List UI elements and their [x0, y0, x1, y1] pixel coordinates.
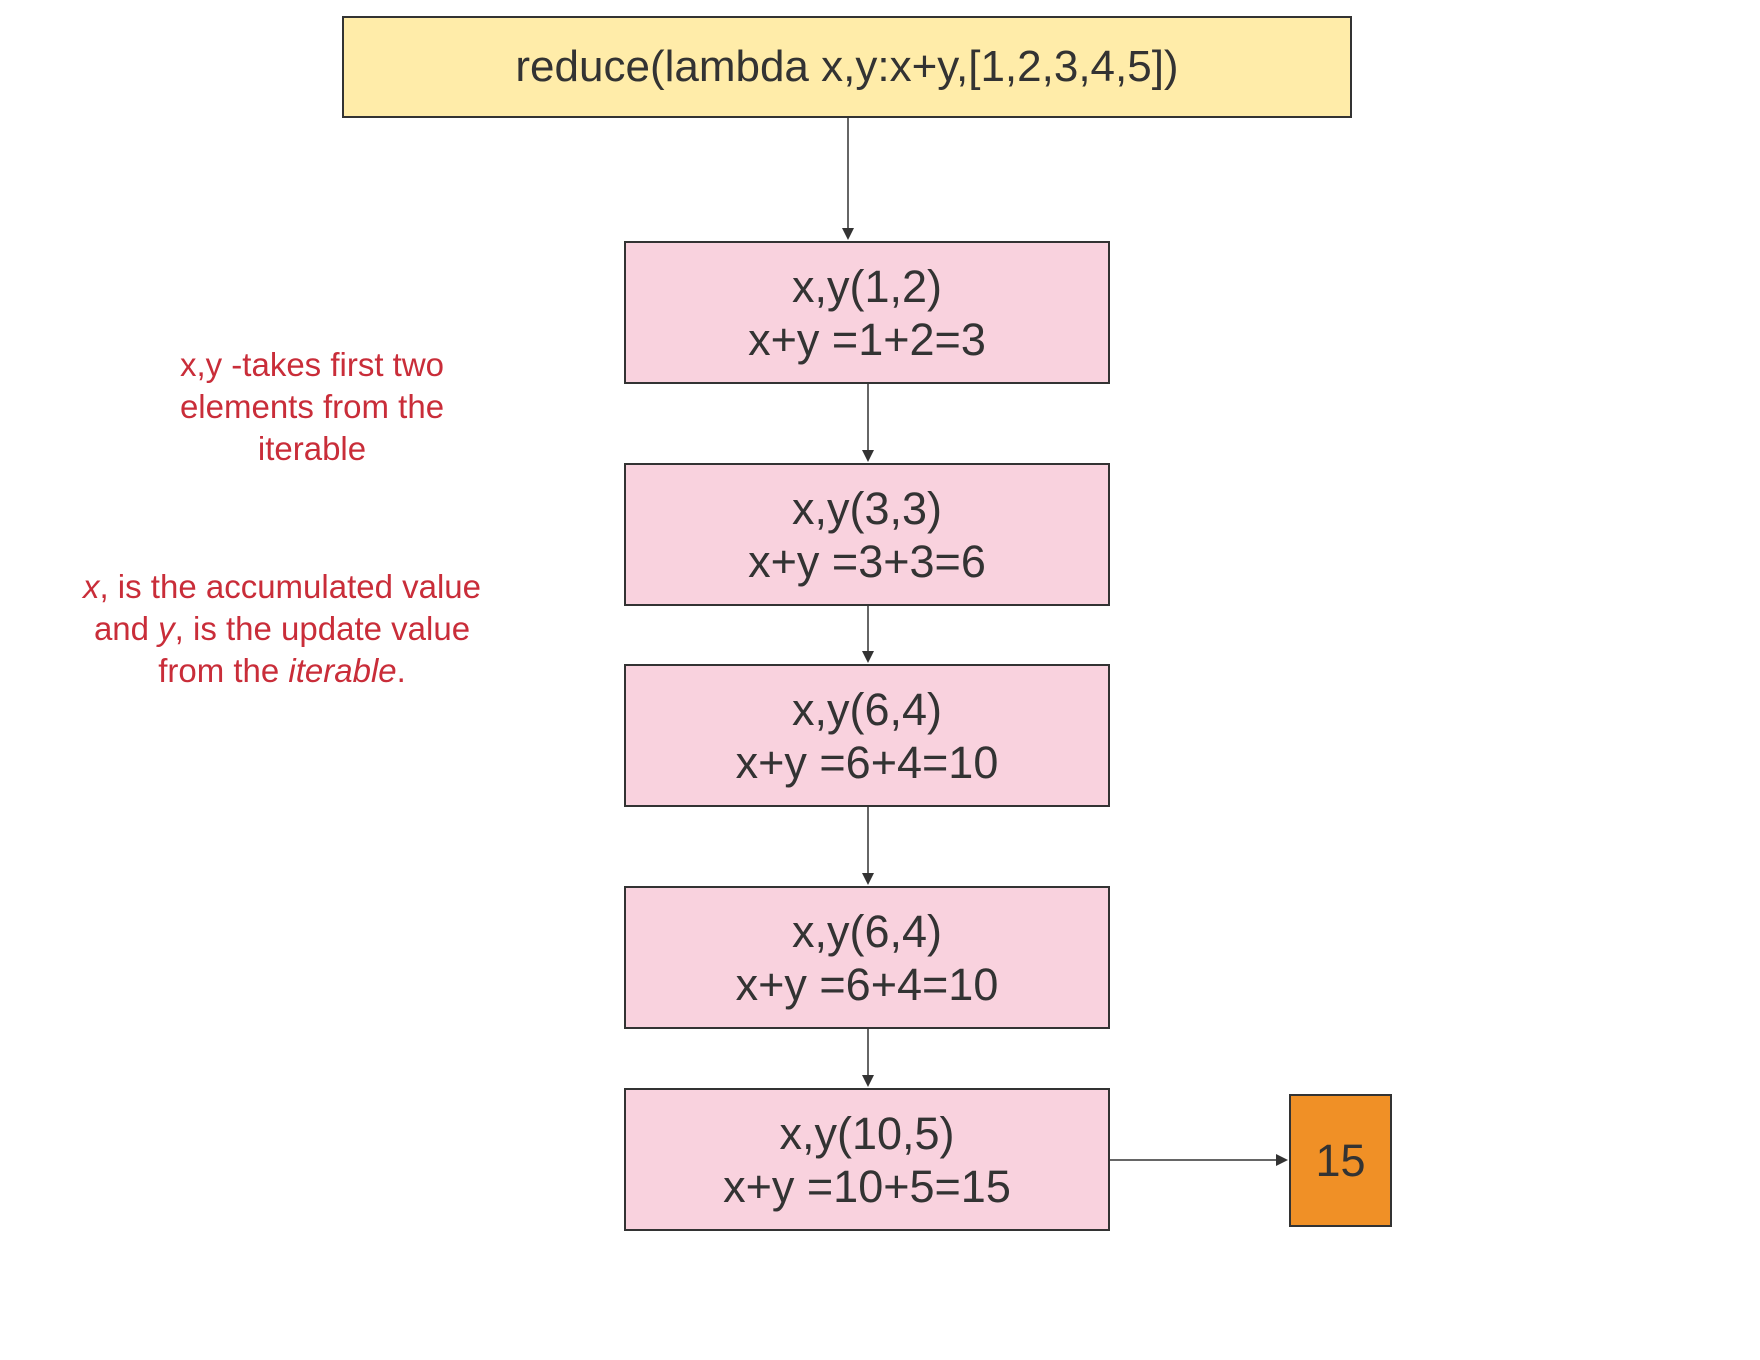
step-pair: x,y(3,3): [791, 482, 943, 534]
result-value: 15: [1315, 1134, 1366, 1186]
step-box-4: x,y(6,4) x+y =6+4=10: [624, 886, 1110, 1029]
step-box-5: x,y(10,5) x+y =10+5=15: [624, 1088, 1110, 1231]
step-sum: x+y =3+3=6: [748, 535, 986, 587]
note-line: x, is the accumulated value: [82, 568, 482, 605]
variable-x: x: [82, 568, 100, 605]
step-box-2: x,y(3,3) x+y =3+3=6: [624, 463, 1110, 606]
step-sum: x+y =6+4=10: [735, 736, 999, 788]
reduce-call-box: reduce(lambda x,y:x+y,[1,2,3,4,5]): [342, 16, 1352, 118]
note-line: from the iterable.: [158, 652, 406, 689]
note-accumulated-value: x, is the accumulated value and y, is th…: [42, 566, 522, 692]
note-line: elements from the: [179, 388, 445, 425]
step-sum: x+y =6+4=10: [735, 958, 999, 1010]
variable-y: y: [158, 610, 175, 647]
step-pair: x,y(1,2): [791, 260, 943, 312]
note-line: iterable: [257, 430, 367, 467]
note-line: and y, is the update value: [93, 610, 471, 647]
step-pair: x,y(6,4): [791, 683, 943, 735]
step-sum: x+y =10+5=15: [723, 1160, 1011, 1212]
step-box-1: x,y(1,2) x+y =1+2=3: [624, 241, 1110, 384]
step-box-3: x,y(6,4) x+y =6+4=10: [624, 664, 1110, 807]
note-line: x,y -takes first two: [179, 346, 445, 383]
step-sum: x+y =1+2=3: [748, 313, 986, 365]
term-iterable: iterable: [288, 652, 397, 689]
result-box: 15: [1289, 1094, 1392, 1227]
reduce-call-text: reduce(lambda x,y:x+y,[1,2,3,4,5]): [515, 42, 1179, 91]
step-pair: x,y(6,4): [791, 905, 943, 957]
note-first-two-elements: x,y -takes first two elements from the i…: [132, 344, 492, 470]
step-pair: x,y(10,5): [779, 1107, 955, 1159]
